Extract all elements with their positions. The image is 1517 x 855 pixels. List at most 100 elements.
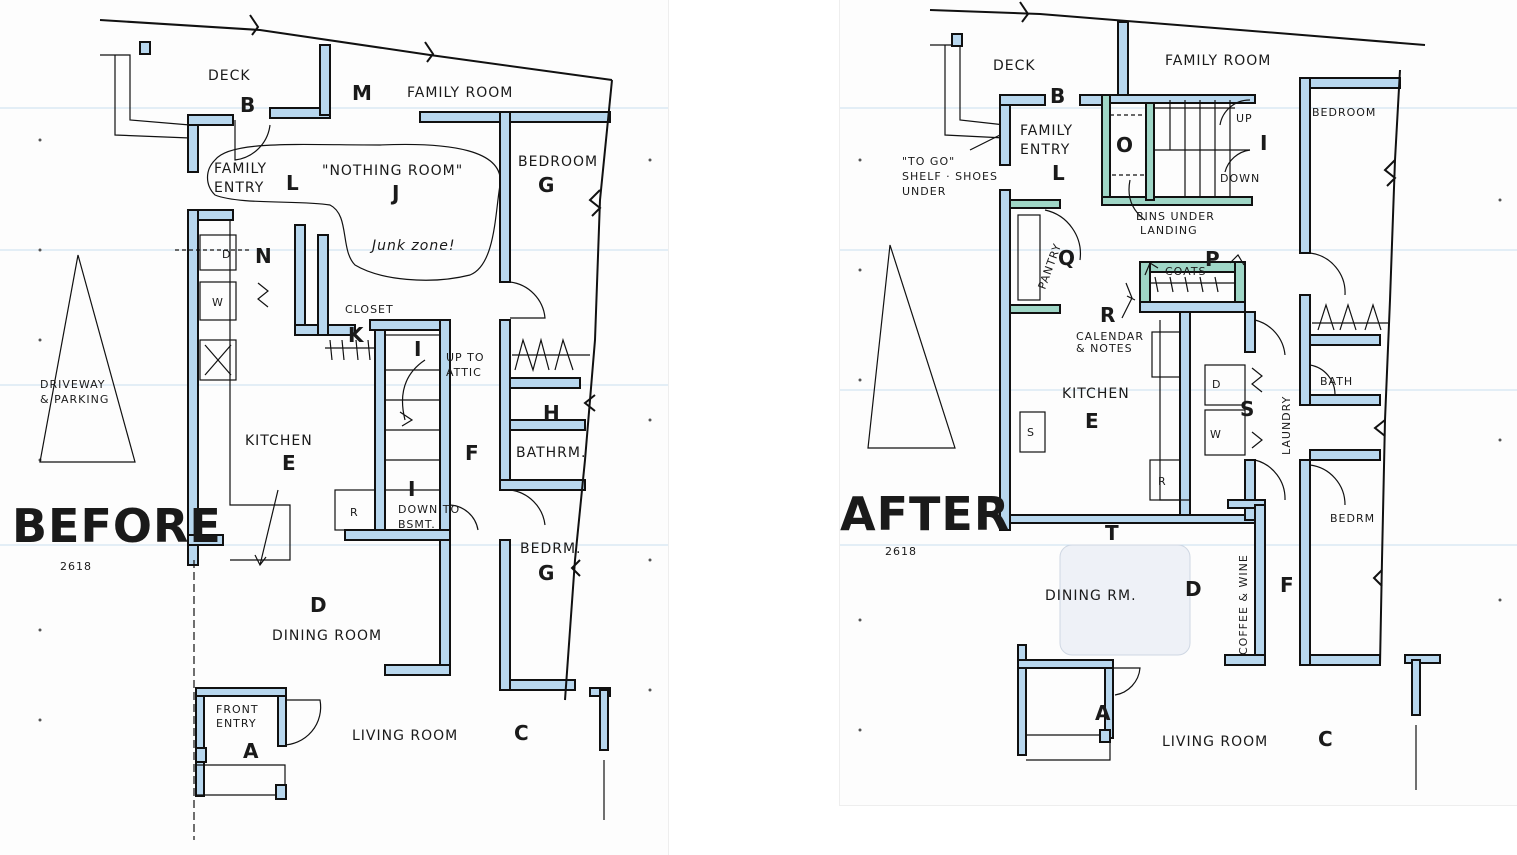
label-to-go-1: "TO GO" — [902, 155, 955, 168]
label-down-to-1: DOWN TO — [398, 503, 460, 516]
label-sink: S — [1027, 426, 1035, 439]
label-bathrm: BATHRM. — [516, 445, 586, 461]
after-plan-sheet: DECK FAMILY ROOM B BEDROOM FAMILY ENTRY … — [840, 0, 1517, 805]
label-bedrm-after: BEDRM — [1330, 512, 1375, 525]
label-room-e-after: E — [1085, 409, 1099, 433]
label-room-p: P — [1205, 247, 1220, 271]
label-down: DOWN — [1220, 172, 1260, 185]
label-dining-rm: DINING RM. — [1045, 588, 1137, 604]
label-family-entry-2: ENTRY — [214, 180, 264, 196]
label-room-d-after: D — [1185, 577, 1202, 601]
exterior-line-right — [564, 79, 613, 701]
label-washer: W — [212, 296, 224, 309]
label-coffee-wine: COFFEE & WINE — [1237, 554, 1250, 655]
label-room-c: C — [514, 721, 529, 745]
exterior-line-top-after — [929, 9, 1426, 46]
label-bins-2: LANDING — [1140, 224, 1198, 237]
label-deck-after: DECK — [993, 58, 1036, 74]
label-family-entry-after-2: ENTRY — [1020, 142, 1070, 158]
before-title: BEFORE — [12, 499, 222, 553]
label-kitchen-after: KITCHEN — [1062, 386, 1130, 402]
label-nothing-room: "NOTHING ROOM" — [322, 163, 463, 179]
label-room-h: H — [543, 401, 560, 425]
junk-zone-outline — [206, 143, 501, 281]
label-bath-after: BATH — [1320, 375, 1353, 388]
label-front-entry-2: ENTRY — [216, 717, 257, 730]
label-driveway-2: & PARKING — [40, 393, 109, 406]
label-room-e: E — [282, 451, 296, 475]
label-coats: COATS — [1165, 265, 1207, 278]
label-room-r: R — [1100, 303, 1115, 327]
label-room-n: N — [255, 244, 272, 268]
exterior-line-top — [99, 19, 613, 81]
label-room-m: M — [352, 81, 372, 105]
label-laundry: LAUNDRY — [1280, 396, 1293, 455]
label-room-i-after: I — [1260, 131, 1267, 155]
label-room-i-bottom: I — [408, 477, 415, 501]
label-up-to-1: UP TO — [446, 351, 485, 364]
label-dryer-after: D — [1212, 378, 1221, 391]
label-living-room-after: LIVING ROOM — [1162, 734, 1268, 750]
label-bedroom: BEDROOM — [518, 154, 598, 170]
deck-stairs — [100, 54, 191, 126]
before-plan-sheet: DECK M FAMILY ROOM B FAMILY ENTRY L "NOT… — [0, 0, 668, 855]
label-room-b-after: B — [1050, 84, 1065, 108]
label-room-f-after: F — [1280, 573, 1294, 597]
stairs-after — [1109, 100, 1250, 197]
label-room-q: Q — [1058, 246, 1075, 270]
label-room-d: D — [310, 593, 327, 617]
label-refrigerator-after: R — [1158, 475, 1167, 488]
stair-enclosure-wall — [1101, 94, 1111, 206]
label-kitchen: KITCHEN — [245, 433, 313, 449]
label-to-go-2: SHELF · SHOES — [902, 170, 998, 183]
label-down-to-2: BSMT. — [398, 518, 436, 531]
label-deck: DECK — [208, 68, 251, 84]
label-family-room: FAMILY ROOM — [407, 85, 513, 101]
label-room-g-top: G — [538, 173, 554, 197]
label-room-l: L — [286, 171, 299, 195]
driveway-triangle — [39, 254, 136, 463]
label-family-entry-after-1: FAMILY — [1020, 123, 1073, 139]
label-room-a-after: A — [1095, 701, 1111, 725]
label-driveway-1: DRIVEWAY — [40, 378, 106, 391]
label-room-s: S — [1240, 397, 1254, 421]
label-room-t: T — [1105, 521, 1119, 545]
label-up-to-2: ATTIC — [446, 366, 482, 379]
label-calendar-1: CALENDAR — [1076, 330, 1144, 343]
label-dryer: D — [222, 248, 231, 261]
exterior-line-right-after — [1379, 69, 1401, 666]
label-washer-after: W — [1210, 428, 1222, 441]
after-year: 2618 — [885, 545, 917, 558]
driveway-triangle-after — [867, 244, 956, 449]
label-junk-zone: Junk zone! — [369, 238, 455, 254]
label-room-k: K — [348, 323, 365, 347]
label-room-f: F — [465, 441, 479, 465]
label-room-o: O — [1116, 133, 1133, 157]
before-year: 2618 — [60, 560, 92, 573]
label-room-l-after: L — [1052, 161, 1065, 185]
label-calendar-2: & NOTES — [1076, 342, 1133, 355]
label-room-b: B — [240, 93, 255, 117]
label-bins-1: BINS UNDER — [1136, 210, 1215, 223]
label-bedrm: BEDRM. — [520, 541, 582, 557]
label-family-entry-1: FAMILY — [214, 161, 267, 177]
label-room-g-bottom: G — [538, 561, 554, 585]
after-floor-plan: DECK FAMILY ROOM B BEDROOM FAMILY ENTRY … — [840, 1, 1517, 790]
label-room-j: J — [390, 181, 399, 205]
guide-dots-after — [858, 158, 1502, 732]
stairs-before — [384, 334, 441, 531]
label-room-a: A — [243, 739, 259, 763]
label-closet: CLOSET — [345, 303, 394, 316]
label-to-go-3: UNDER — [902, 185, 946, 198]
label-refrigerator: R — [350, 506, 359, 519]
after-title: AFTER — [840, 487, 1010, 541]
label-family-room-after: FAMILY ROOM — [1165, 53, 1271, 69]
whiteout-smudge — [1059, 544, 1191, 656]
label-room-c-after: C — [1318, 727, 1333, 751]
label-living-room: LIVING ROOM — [352, 728, 458, 744]
guide-dots — [38, 138, 652, 722]
label-room-i-top: I — [414, 337, 421, 361]
label-front-entry-1: FRONT — [216, 703, 259, 716]
label-bedroom-after: BEDROOM — [1312, 106, 1376, 119]
before-floor-plan: DECK M FAMILY ROOM B FAMILY ENTRY L "NOT… — [0, 14, 668, 840]
